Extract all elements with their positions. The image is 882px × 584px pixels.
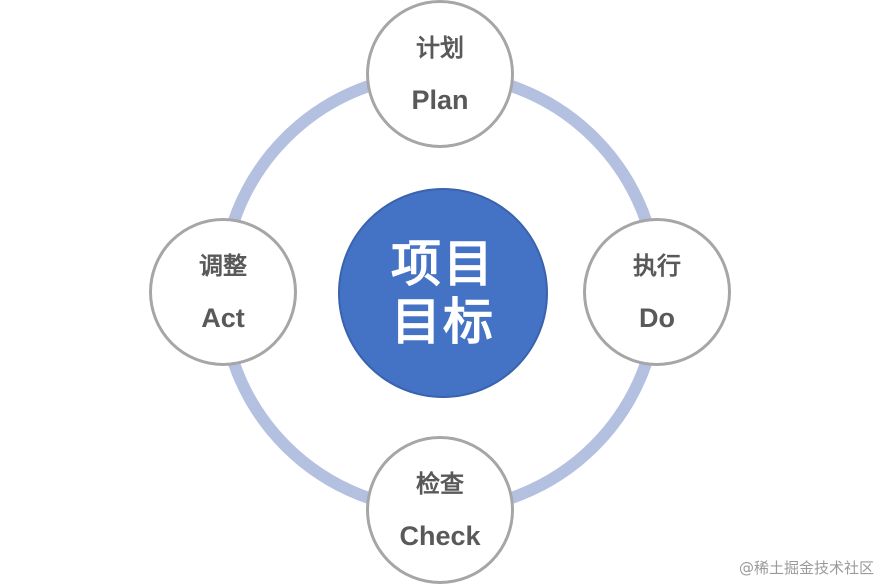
node-do: 执行 Do <box>583 218 731 366</box>
node-check: 检查 Check <box>366 436 514 584</box>
node-do-zh-label: 执行 <box>633 252 681 280</box>
node-do-en-label: Do <box>639 303 675 333</box>
center-goal-line2: 目标 <box>391 293 495 351</box>
node-plan-zh-label: 计划 <box>416 34 464 62</box>
node-act-zh-label: 调整 <box>199 252 247 280</box>
node-plan: 计划 Plan <box>366 0 514 148</box>
node-act-en-label: Act <box>201 303 245 333</box>
node-act: 调整 Act <box>149 218 297 366</box>
center-goal-circle: 项目 目标 <box>338 188 548 398</box>
watermark: @稀土掘金技术社区 <box>738 559 874 577</box>
node-plan-en-label: Plan <box>411 85 469 115</box>
center-goal-line1: 项目 <box>391 235 495 293</box>
node-check-zh-label: 检查 <box>416 470 464 498</box>
node-check-en-label: Check <box>399 521 481 551</box>
